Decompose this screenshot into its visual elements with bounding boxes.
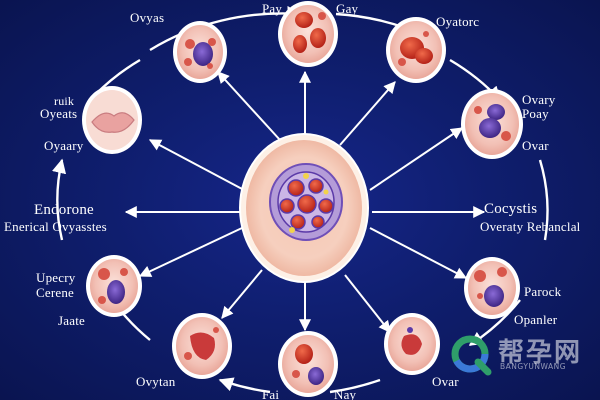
arrow-to-top-right (339, 81, 396, 146)
label-right-upper-1: Ovary (522, 92, 556, 107)
label-left-upper-2: Oyeats (40, 106, 78, 121)
cell-top-center (278, 1, 338, 67)
label-right-mid-2: Overaty Rebanclal (480, 219, 581, 234)
label-right-upper-3: Ovar (522, 138, 549, 153)
label-left-upper-3: Oyaary (44, 138, 84, 153)
cell-right-lower (464, 257, 520, 319)
cycle-ring (52, 5, 549, 394)
cycle-arc-top-left (149, 5, 302, 52)
cycle-arc-left (52, 158, 67, 241)
watermark-chinese-text: 帮孕网 (498, 338, 583, 368)
label-left-mid-1: Endorone (34, 202, 94, 218)
cell-top-right (386, 17, 446, 83)
watermark-logo-icon (451, 335, 492, 376)
cell-top-left (173, 21, 227, 83)
label-left-mid-2: Enerical Ovyasstes (4, 219, 107, 234)
label-right-mid-1: Cocystis (484, 201, 538, 217)
arrow-to-right-lower (369, 227, 468, 279)
watermark-latin-text: BANGYUNWANG (500, 362, 567, 371)
cell-right-upper (461, 89, 523, 159)
label-top-left: Ovyas (130, 10, 165, 25)
arrow-to-left-upper (148, 139, 245, 191)
label-left-lower-3: Jaate (58, 313, 85, 328)
cell-bottom-right (384, 313, 440, 375)
central-follicle (239, 133, 369, 283)
cell-bottom-center (278, 331, 338, 397)
label-right-lower-1: Parock (524, 284, 562, 299)
label-right-upper-2: Poay (522, 106, 549, 121)
label-top-right: Oyatorc (436, 14, 480, 29)
watermark: 帮孕网 BANGYUNWANG (448, 330, 598, 380)
cell-bottom-left (172, 313, 232, 379)
cycle-arc-bottom-right (329, 378, 381, 394)
arrow-to-left-lower (138, 227, 243, 277)
radial-arrows (124, 70, 486, 333)
label-left-upper-1: ruik (54, 94, 75, 108)
arrow-to-top-left (217, 71, 281, 141)
arrow-to-right-upper (369, 127, 463, 191)
cycle-arc-right (538, 159, 549, 241)
label-bottom-center-right: Nay (334, 387, 357, 400)
label-left-lower-1: Upecry (36, 270, 76, 285)
label-right-lower-2: Opanler (514, 312, 558, 327)
label-bottom-left: Ovytan (136, 374, 176, 389)
label-left-lower-2: Cerene (36, 285, 75, 300)
cycle-arc-bottom-left (218, 377, 271, 394)
label-top-center-right: Gay (336, 1, 359, 16)
label-bottom-center-left: Fai (262, 387, 280, 400)
arrow-to-bottom-right (344, 274, 391, 333)
cell-left-upper (82, 86, 142, 154)
arrow-to-bottom-left (221, 269, 263, 319)
label-top-center-left: Pay (262, 1, 283, 16)
cell-left-lower (86, 255, 142, 317)
label-bottom-right: Ovar (432, 374, 459, 389)
